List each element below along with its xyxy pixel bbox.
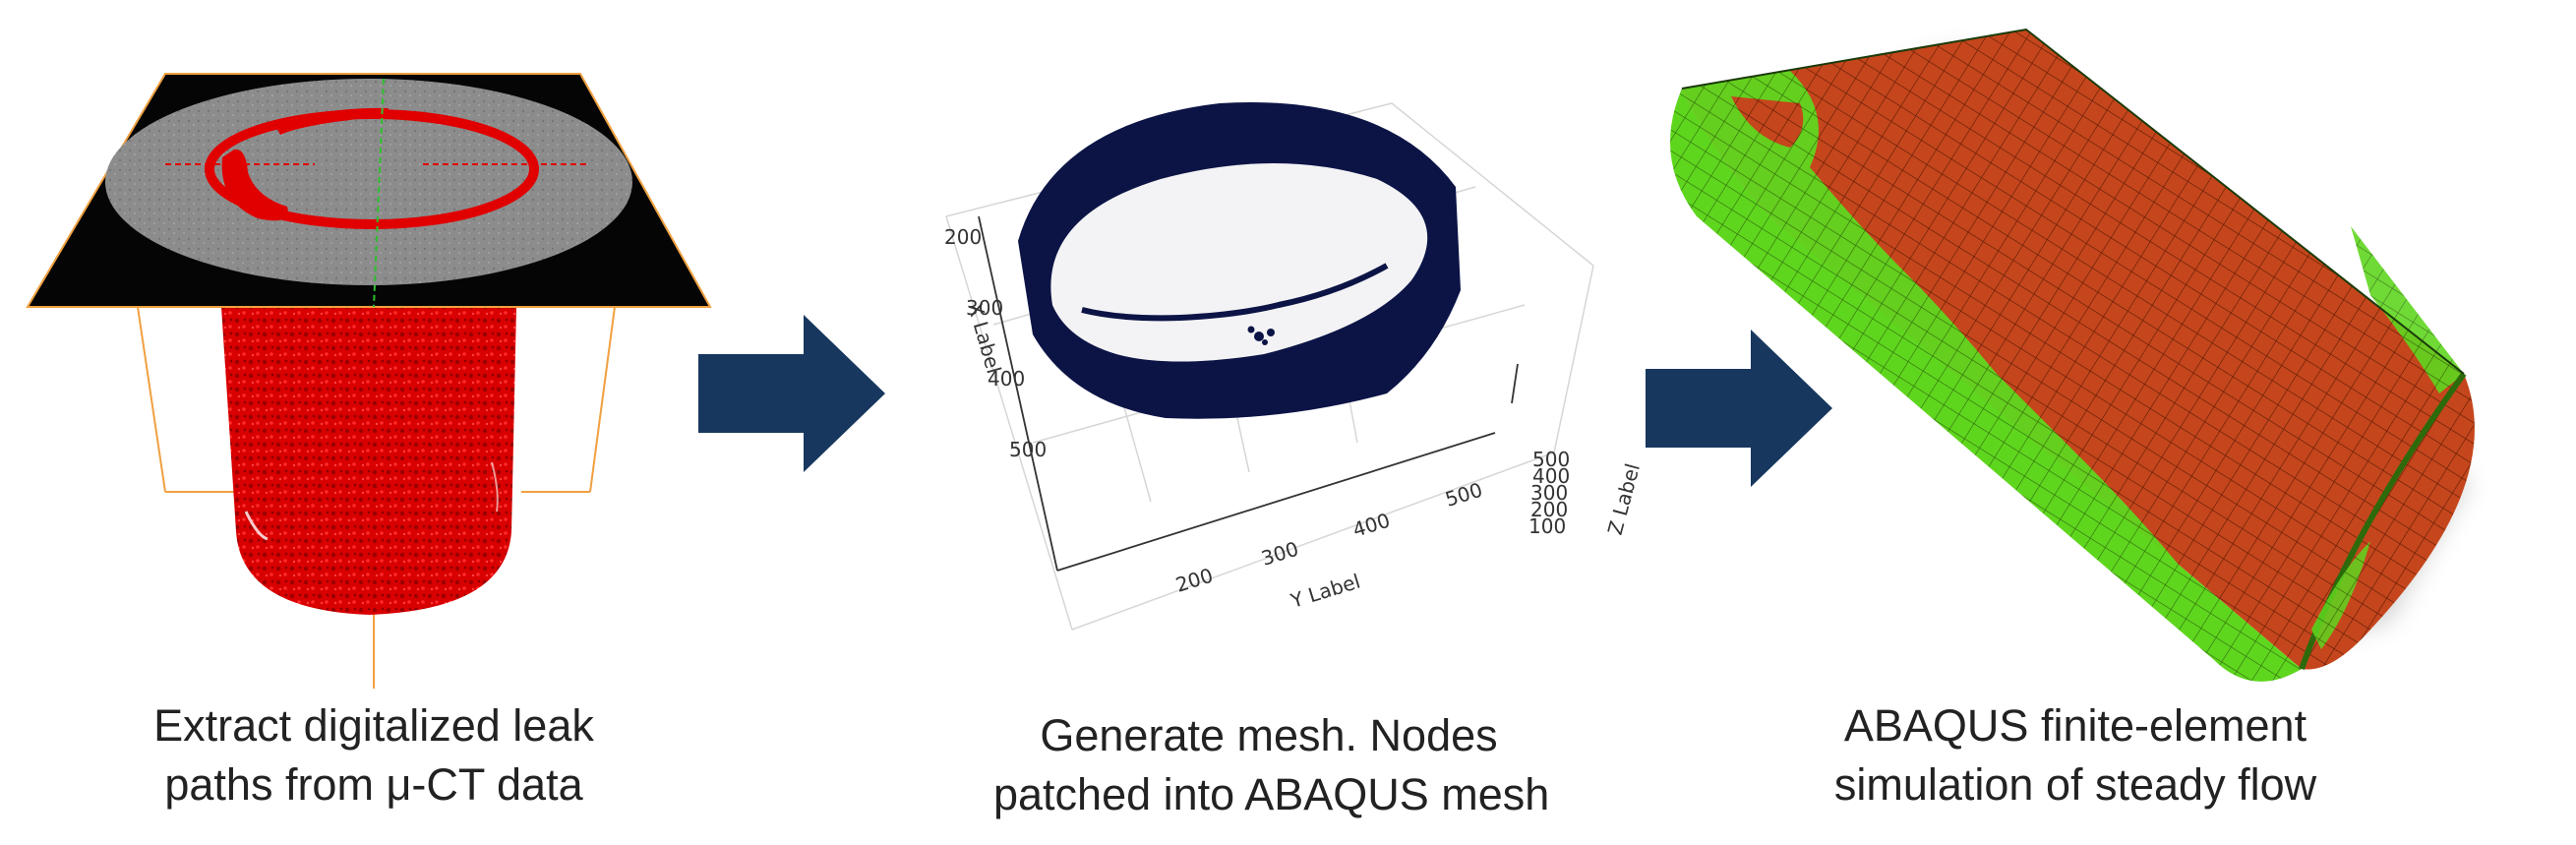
x-tick-label: 300 xyxy=(966,296,1003,320)
ct-volume-image xyxy=(26,73,712,689)
ct-extraction-panel xyxy=(0,0,748,708)
caption-line: paths from μ-CT data xyxy=(164,759,583,810)
caption-line: simulation of steady flow xyxy=(1833,759,2317,810)
cylinder-top-face xyxy=(1682,30,2464,669)
abaqus-mesh-image xyxy=(1670,28,2475,682)
x-tick-label: 400 xyxy=(988,367,1025,391)
x-tick-label: 200 xyxy=(944,225,982,249)
z-axis-label: Z Label xyxy=(1603,461,1645,538)
caption-line: ABAQUS finite-element xyxy=(1843,700,2307,751)
cylinder-curved-face xyxy=(1670,89,2302,682)
caption-line: Extract digitalized leak xyxy=(153,700,594,751)
caption-line: Generate mesh. Nodes xyxy=(1040,710,1498,760)
ring-point-cloud xyxy=(1018,102,1461,419)
caption-line: patched into ABAQUS mesh xyxy=(993,769,1550,819)
z-tick-label: 100 xyxy=(1528,514,1566,538)
y-tick-label: 500 xyxy=(1442,478,1485,512)
y-tick-label: 400 xyxy=(1349,509,1393,542)
mesh-generation-panel: 200 300 400 500 X Label 200 300 400 500 … xyxy=(925,69,1652,659)
z-tick-label: 400 xyxy=(1532,464,1570,488)
ct-slice-plane xyxy=(26,73,712,308)
y-tick-label: 300 xyxy=(1258,537,1301,571)
ct-extraction-caption: Extract digitalized leak paths from μ-CT… xyxy=(108,696,639,815)
z-tick-label: 500 xyxy=(1532,448,1570,471)
y-tick-label: 200 xyxy=(1172,564,1216,597)
z-tick-label: 200 xyxy=(1530,498,1568,521)
y-axis-label: Y Label xyxy=(1287,570,1362,613)
mesh-generation-caption: Generate mesh. Nodes patched into ABAQUS… xyxy=(993,706,1550,824)
leak-path-cylinder xyxy=(221,307,516,615)
z-tick-label: 300 xyxy=(1530,481,1568,505)
x-tick-label: 500 xyxy=(1009,438,1047,461)
mesh-scatter-plot: 200 300 400 500 X Label 200 300 400 500 … xyxy=(944,102,1645,631)
abaqus-simulation-caption: ABAQUS finite-element simulation of stea… xyxy=(1800,696,2351,815)
abaqus-simulation-panel xyxy=(1662,20,2498,698)
right-arrow-icon xyxy=(698,315,885,472)
right-arrow-icon xyxy=(1646,330,1832,487)
